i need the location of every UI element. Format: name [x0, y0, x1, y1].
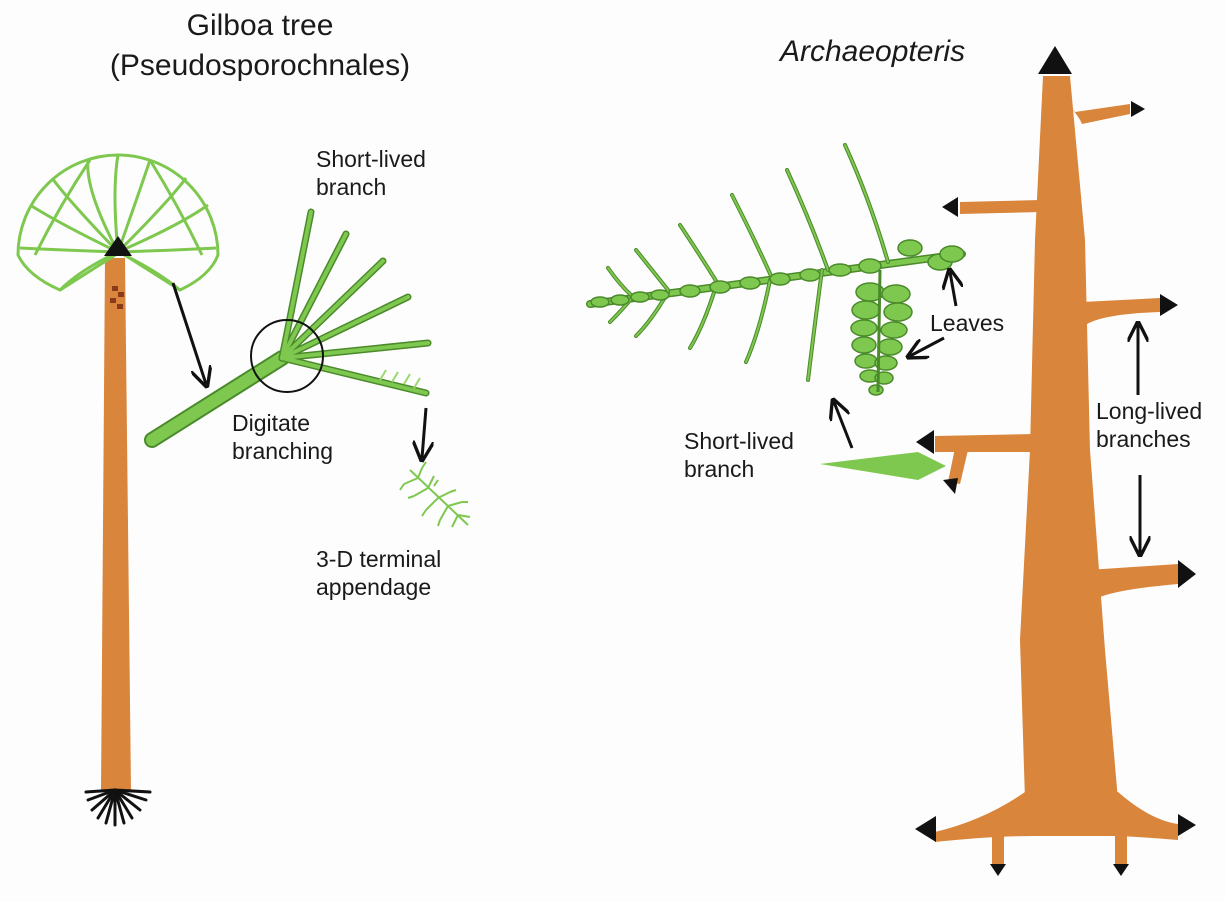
root-arrow-left — [990, 864, 1006, 876]
archaeopteris-frond — [590, 145, 964, 395]
arrow-short-lived — [834, 402, 852, 448]
gilboa-arrow-crown-to-branch — [173, 283, 206, 384]
gilboa-tree — [18, 155, 470, 825]
archaeopteris-tree — [590, 46, 1196, 876]
gilboa-title-line1: Gilboa tree — [40, 8, 480, 44]
digitate-branching-label: Digitate branching — [232, 410, 333, 465]
arrow-leaves-up — [950, 272, 956, 306]
archaeopteris-short-lived-label: Short-lived branch — [684, 428, 794, 483]
archaeopteris-base — [935, 792, 1178, 842]
short-lived-branch-wedge — [820, 452, 946, 480]
gilboa-trunk — [101, 258, 131, 792]
gilboa-title-line2: (Pseudosporochnales) — [40, 48, 480, 84]
gilboa-short-lived-label: Short-lived branch — [316, 146, 426, 201]
archaeopteris-title: Archaeopteris — [780, 34, 965, 70]
gilboa-roots — [86, 790, 150, 825]
archaeopteris-apex-marker — [1038, 46, 1072, 74]
gilboa-arrow-to-appendage — [422, 408, 426, 458]
root-stub-right — [1115, 834, 1127, 864]
terminal-appendage-label: 3-D terminal appendage — [316, 546, 441, 601]
arrow-leaves-left — [910, 338, 944, 356]
leaves-label: Leaves — [930, 310, 1004, 338]
root-arrow-right — [1113, 864, 1129, 876]
gilboa-short-lived-branch — [152, 212, 428, 440]
long-lived-branches-label: Long-lived branches — [1096, 398, 1202, 453]
root-stub-left — [992, 834, 1004, 864]
terminal-appendage — [400, 462, 470, 527]
leaf-cluster — [851, 283, 912, 395]
